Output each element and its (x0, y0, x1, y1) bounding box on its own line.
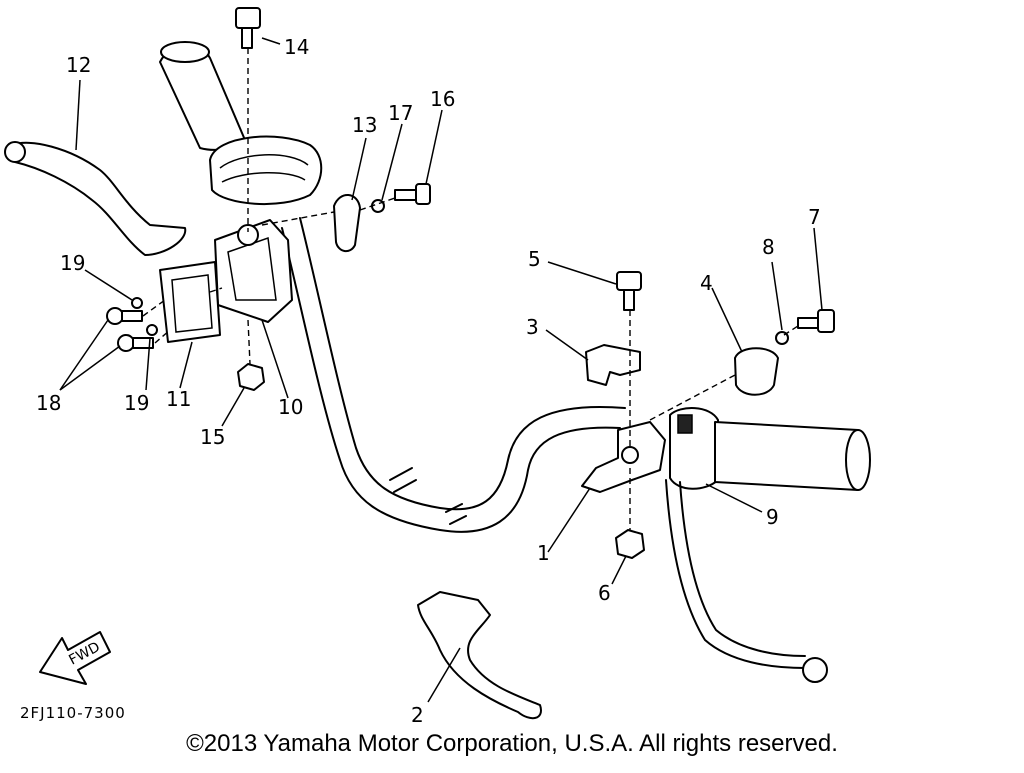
lever-12 (4, 141, 187, 256)
callout-2: 2 (411, 703, 424, 727)
leader-lines (59, 37, 823, 703)
assembly-lines-right (629, 310, 799, 530)
bracket-1 (581, 421, 666, 493)
screws-18 (106, 307, 154, 352)
screw-16 (394, 183, 431, 205)
callout-5: 5 (528, 247, 541, 271)
callout-3: 3 (526, 315, 539, 339)
nut-6 (615, 529, 645, 559)
callout-10: 10 (278, 395, 303, 419)
callout-8: 8 (762, 235, 775, 259)
callout-11: 11 (166, 387, 191, 411)
switch-wire (665, 479, 828, 683)
callout-19-lower: 19 (124, 391, 149, 415)
left-grip (159, 41, 246, 151)
lever-2 (417, 591, 542, 720)
callout-9: 9 (766, 505, 779, 529)
callout-17: 17 (388, 101, 413, 125)
callout-6: 6 (598, 581, 611, 605)
callout-12: 12 (66, 53, 91, 77)
drawing-code: 2FJ110-7300 (20, 704, 126, 722)
callout-14: 14 (284, 35, 309, 59)
callout-7: 7 (808, 205, 821, 229)
callout-1: 1 (537, 541, 550, 565)
holder-4 (734, 347, 779, 396)
callout-4: 4 (700, 271, 713, 295)
bracket-10 (214, 219, 293, 323)
throttle-housing (209, 135, 323, 205)
callout-18: 18 (36, 391, 61, 415)
fwd-arrow-icon: FWD (39, 631, 111, 685)
holder-3 (585, 344, 641, 386)
assembly-lines-left (142, 48, 396, 365)
callout-19-upper: 19 (60, 251, 85, 275)
bolt-7 (797, 309, 835, 333)
screw-14 (235, 7, 261, 49)
holder-13 (333, 194, 361, 253)
cover-11 (159, 261, 221, 343)
callouts: 1 2 3 4 5 6 7 8 9 10 11 12 13 14 15 16 1… (36, 35, 821, 727)
bolt-5 (616, 271, 642, 311)
copyright-notice: ©2013 Yamaha Motor Corporation, U.S.A. A… (186, 730, 838, 757)
callout-16: 16 (430, 87, 455, 111)
washers-19 (131, 297, 158, 336)
handlebar-tube (281, 217, 626, 533)
callout-13: 13 (352, 113, 377, 137)
callout-15: 15 (200, 425, 225, 449)
switch-9 (669, 407, 719, 490)
right-grip (714, 421, 871, 491)
nut-15 (237, 363, 265, 391)
